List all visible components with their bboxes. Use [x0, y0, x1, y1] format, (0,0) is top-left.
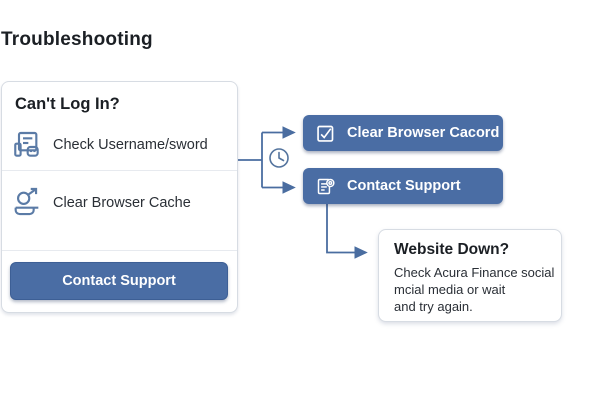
page-title: Troubleshooting	[1, 29, 153, 50]
divider	[2, 170, 237, 171]
contact-support-button[interactable]: Contact Support	[10, 262, 228, 300]
connector-to-website-down	[326, 204, 368, 259]
action-button-label: Contact Support	[347, 178, 461, 194]
cant-log-in-card: Can't Log In? Check Username/sword	[1, 81, 238, 313]
list-item-check-username[interactable]: Check Username/sword	[2, 120, 237, 170]
checkbox-checked-icon	[317, 125, 334, 142]
website-card-body-line: mcial media or wait	[394, 282, 506, 297]
action-button-label: Clear Browser Cacord	[347, 125, 500, 141]
contact-support-action-button[interactable]: Contact Support	[303, 168, 503, 204]
divider	[2, 250, 237, 251]
document-badge-icon	[317, 178, 335, 194]
list-item-label: Clear Browser Cache	[53, 195, 191, 211]
website-card-heading: Website Down?	[394, 241, 510, 258]
website-card-body-line: and try again.	[394, 299, 473, 314]
contact-support-button-label: Contact Support	[62, 273, 176, 289]
list-item-clear-cache[interactable]: Clear Browser Cache	[2, 178, 237, 228]
clear-browser-record-button[interactable]: Clear Browser Cacord	[303, 115, 503, 151]
list-item-label: Check Username/sword	[53, 137, 208, 153]
login-card-heading: Can't Log In?	[15, 95, 120, 113]
clock-icon	[269, 148, 289, 168]
website-card-body-line: Check Acura Finance social	[394, 265, 555, 280]
form-document-icon	[14, 131, 39, 157]
website-down-card: Website Down? Check Acura Finance social…	[378, 229, 562, 322]
share-tray-icon	[14, 187, 39, 216]
